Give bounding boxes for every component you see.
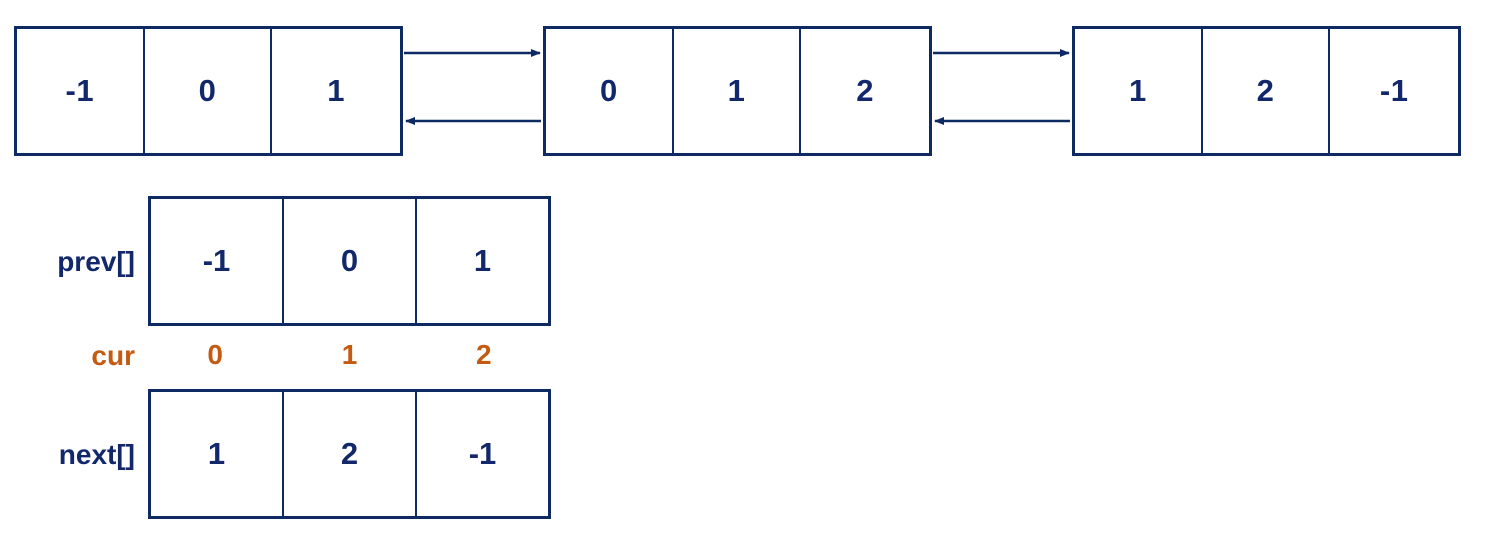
prev-cell-0: -1 [151,199,284,323]
node-1-prev-cell: 0 [546,29,674,153]
prev-cell-1: 0 [284,199,417,323]
node-0-prev-cell: -1 [17,29,145,153]
prev-array-label: prev[] [57,246,135,277]
next-array-table: 1 2 -1 [148,389,551,519]
next-cell-0: 1 [151,392,284,516]
cur-index-row: 0 1 2 [148,334,551,376]
node-2-prev-cell: 1 [1075,29,1203,153]
node-1-value-cell: 1 [674,29,802,153]
cur-index-2: 2 [476,339,492,370]
prev-cell-2: 1 [473,243,492,278]
link-arrows-layer [404,49,1070,125]
array-representation-section: prev[] -1 0 1 cur 0 1 2 next[] 1 2 -1 [0,180,1486,560]
node-0-next-cell: 1 [327,73,346,108]
list-node-0: -1 0 1 [14,26,403,156]
node-1-next-cell: 2 [856,73,875,108]
cur-index-0: 0 [207,339,223,370]
cur-index-label: cur [91,340,135,371]
cur-index-1: 1 [341,339,358,370]
prev-array-table: -1 0 1 [148,196,551,326]
linked-list-node-row: -1 0 1 0 1 2 1 2 -1 [0,0,1486,180]
node-2-value-cell: 2 [1203,29,1331,153]
next-array-label: next[] [58,439,135,470]
next-cell-2: -1 [468,436,497,471]
list-node-1: 0 1 2 [543,26,932,156]
node-0-value-cell: 0 [145,29,273,153]
node-2-next-cell: -1 [1379,73,1409,108]
list-node-2: 1 2 -1 [1072,26,1461,156]
next-cell-1: 2 [284,392,417,516]
